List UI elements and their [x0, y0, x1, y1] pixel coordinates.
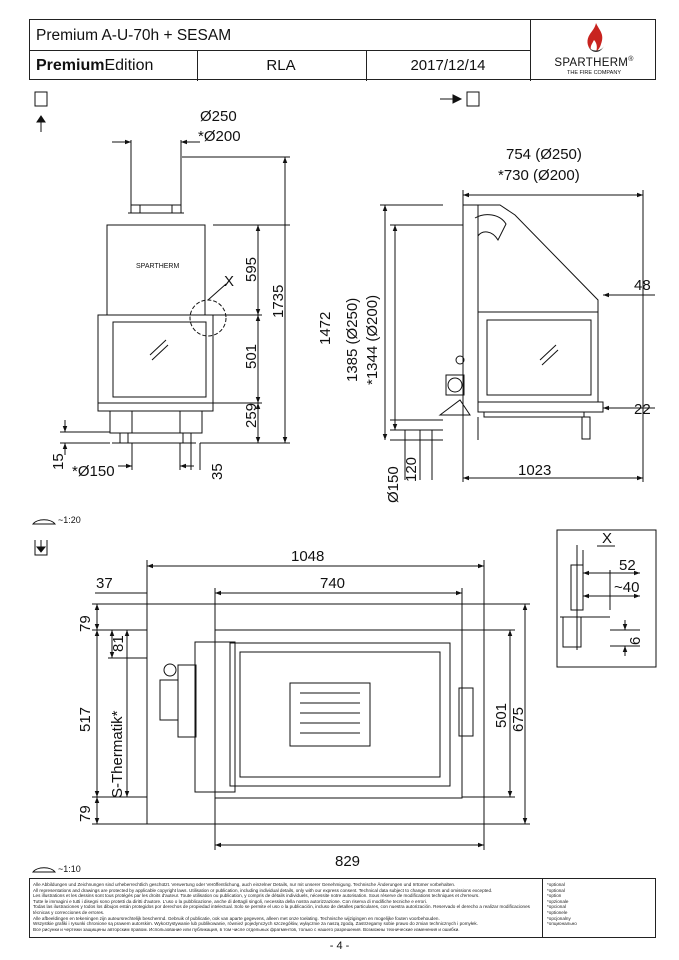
dim-1472: 1472 — [317, 312, 334, 345]
dim-1048: 1048 — [291, 548, 324, 565]
dim-81: 81 — [110, 635, 127, 652]
brand-mark: ® — [628, 56, 634, 63]
copyright-text: Alle Abbildungen und Zeichnungen sind ur… — [33, 882, 538, 932]
divider — [366, 50, 368, 81]
plan-view — [92, 560, 530, 850]
dim-120: 120 — [403, 457, 420, 482]
dim-675: 675 — [510, 707, 527, 732]
dim-79-top: 79 — [77, 615, 94, 632]
optional-ru: *опционально — [547, 921, 577, 927]
optional-nl: *optionele — [547, 909, 568, 915]
dim-1735: 1735 — [270, 285, 287, 318]
copyright-line-it: Tutte le immagini e tutti i disegni sono… — [33, 898, 428, 904]
divider — [542, 879, 544, 937]
copyright-line-nl: Alle afbeeldingen en tekeningen zijn aut… — [33, 915, 440, 921]
dim-1344: *1344 (Ø200) — [364, 295, 381, 385]
detail-x — [556, 529, 657, 668]
dim-48: 48 — [634, 277, 651, 294]
optional-pl: *opcjonalny — [547, 915, 571, 921]
s-thermatik-label: S-Thermatik* — [109, 710, 126, 798]
dim-37: 37 — [96, 575, 113, 592]
front-view — [60, 139, 290, 470]
front-flue-diameter-optional: *Ø200 — [198, 128, 241, 145]
dim-40: ~40 — [614, 579, 639, 596]
optional-legend: *optional *optional *option *opzionale *… — [547, 882, 647, 927]
copyright-notice: Alle Abbildungen und Zeichnungen sind ur… — [29, 878, 656, 938]
view-indicator-side — [440, 91, 480, 107]
flame-logo-icon — [587, 23, 604, 52]
copyright-line-de: Alle Abbildungen und Zeichnungen sind ur… — [33, 882, 456, 887]
dim-501-front: 501 — [243, 344, 260, 369]
dim-6: 6 — [627, 637, 644, 645]
detail-x-title: X — [602, 530, 612, 547]
side-depth-optional: *730 (Ø200) — [498, 167, 580, 184]
copyright-line-fr: Les illustrations et les dessins sont to… — [33, 893, 480, 899]
scale-icon-top — [32, 519, 56, 525]
brand-tagline: THE FIRE COMPANY — [567, 70, 621, 76]
copyright-line-en: All representations and drawings are pro… — [33, 887, 493, 893]
scale-icon-bottom — [32, 867, 56, 873]
optional-de: *optional — [547, 882, 565, 887]
dim-517: 517 — [77, 707, 94, 732]
optional-es: *opcional — [547, 904, 566, 910]
date-label: 2017/12/14 — [410, 57, 486, 74]
divider — [530, 20, 532, 81]
side-bottom-diameter: Ø150 — [385, 466, 402, 503]
dim-1023: 1023 — [518, 462, 551, 479]
divider — [30, 50, 530, 52]
model-title: Premium A-U-70h + SESAM — [36, 27, 232, 44]
front-flue-diameter: Ø250 — [200, 108, 237, 125]
dim-15: 15 — [50, 453, 67, 470]
divider — [197, 50, 199, 81]
optional-fr: *option — [547, 893, 562, 899]
front-bottom-diameter: *Ø150 — [72, 463, 115, 480]
brand-name: SPARTHERM® — [536, 56, 652, 69]
edition-rest: Edition — [104, 56, 154, 74]
dim-501-plan: 501 — [493, 703, 510, 728]
scale-top: ~1:20 — [58, 515, 81, 525]
copyright-line-pl: Wszystkie grafiki i rysunki chronione są… — [33, 921, 478, 927]
dim-22: 22 — [634, 401, 651, 418]
edition-bold: Premium — [36, 56, 105, 74]
copyright-line-ru: Все рисунки и чертежи защищены авторским… — [33, 926, 460, 932]
detail-callout-x: X — [224, 273, 234, 290]
dim-829: 829 — [335, 853, 360, 870]
optional-en: *optional — [547, 887, 565, 893]
page-number: - 4 - — [329, 940, 350, 952]
dim-1385: 1385 (Ø250) — [344, 298, 361, 382]
dim-79-bottom: 79 — [77, 805, 94, 822]
dim-740: 740 — [320, 575, 345, 592]
brand-text: SPARTHERM — [554, 56, 629, 69]
dim-259: 259 — [243, 403, 260, 428]
side-depth: 754 (Ø250) — [506, 146, 582, 163]
front-logo: SPARTHERM — [136, 263, 179, 270]
view-indicator-top — [34, 540, 48, 556]
optional-it: *opzionale — [547, 898, 569, 904]
scale-bottom: ~1:10 — [58, 864, 81, 874]
dim-52: 52 — [619, 557, 636, 574]
side-view — [380, 190, 655, 482]
copyright-line-es: Todas las ilustraciones y todos los dibu… — [33, 904, 530, 915]
dim-35: 35 — [209, 463, 226, 480]
view-indicator-front — [34, 91, 48, 132]
code-label: RLA — [266, 57, 296, 74]
dim-595: 595 — [243, 257, 260, 282]
